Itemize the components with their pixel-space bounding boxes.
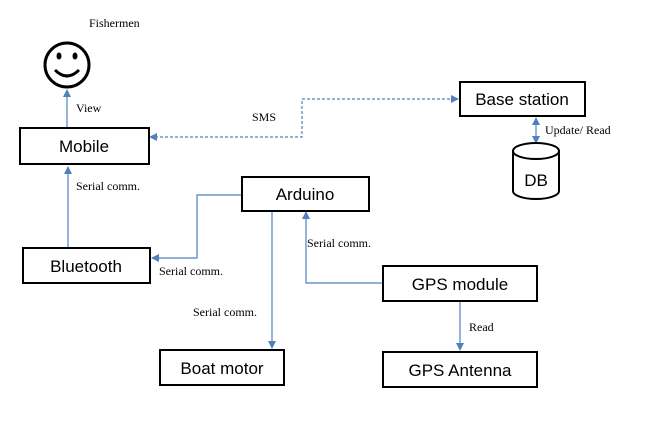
view-label: View (76, 101, 102, 115)
base-station-label: Base station (475, 90, 569, 109)
boat-motor-label: Boat motor (180, 359, 263, 378)
db-label: DB (524, 171, 548, 190)
read-label: Read (469, 320, 494, 334)
update-read-label: Update/ Read (545, 123, 611, 137)
gps-arduino-serial-label: Serial comm. (307, 236, 371, 250)
gps-antenna-node: GPS Antenna (382, 351, 538, 388)
arduino-to-bluetooth-connector (151, 194, 242, 262)
arduino-motor-serial-label: Serial comm. (193, 305, 257, 319)
bluetooth-label: Bluetooth (50, 257, 122, 276)
sms-connector (149, 95, 459, 141)
db-node: DB (512, 142, 560, 200)
smiley-face-icon (43, 41, 91, 89)
mobile-label: Mobile (59, 137, 109, 156)
gps-module-node: GPS module (382, 265, 538, 302)
fishermen-label: Fishermen (89, 16, 140, 30)
mobile-node: Mobile (19, 127, 150, 165)
gps-module-label: GPS module (412, 275, 508, 294)
arduino-node: Arduino (241, 176, 370, 212)
base-station-node: Base station (459, 81, 586, 117)
gps-to-arduino-connector (302, 211, 382, 284)
bluetooth-node: Bluetooth (22, 247, 151, 284)
arduino-label: Arduino (276, 185, 335, 204)
bluetooth-mobile-serial-label: Serial comm. (76, 179, 140, 193)
gps-antenna-label: GPS Antenna (408, 361, 512, 380)
arduino-bluetooth-serial-label: Serial comm. (159, 264, 223, 278)
sms-label: SMS (252, 110, 276, 124)
boat-motor-node: Boat motor (159, 349, 285, 386)
